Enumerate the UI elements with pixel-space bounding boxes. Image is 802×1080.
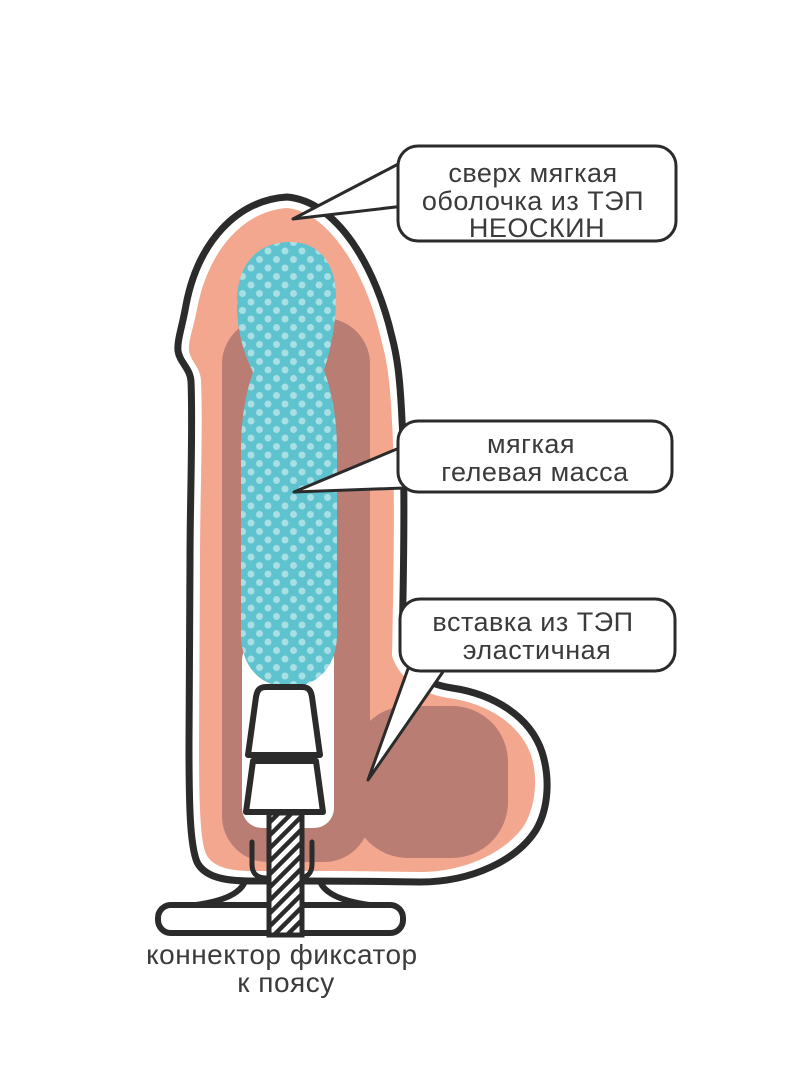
callout-bubble-insert: [398, 597, 677, 673]
gel-core: [236, 241, 337, 687]
callout-shell-text: сверх мягкая оболочка из ТЭП НЕОСКИН: [422, 158, 652, 243]
connector-caption: коннектор фиксатор к поясу: [146, 939, 426, 998]
connector-cone-lower: [243, 758, 326, 815]
callout-insert-text: вставка из ТЭП эластичная: [432, 607, 641, 665]
tep-insert-ball: [352, 706, 508, 858]
callout-tail-shell: [291, 159, 406, 221]
callout-gel-text: мягкая гелевая масса: [441, 429, 629, 487]
callout-bubble-gel: [396, 419, 674, 494]
screw-rod: [266, 810, 305, 938]
cavity-collar-left: [249, 839, 270, 881]
callout-bubble-shell: [396, 144, 678, 243]
connector-cone-upper: [245, 684, 323, 758]
